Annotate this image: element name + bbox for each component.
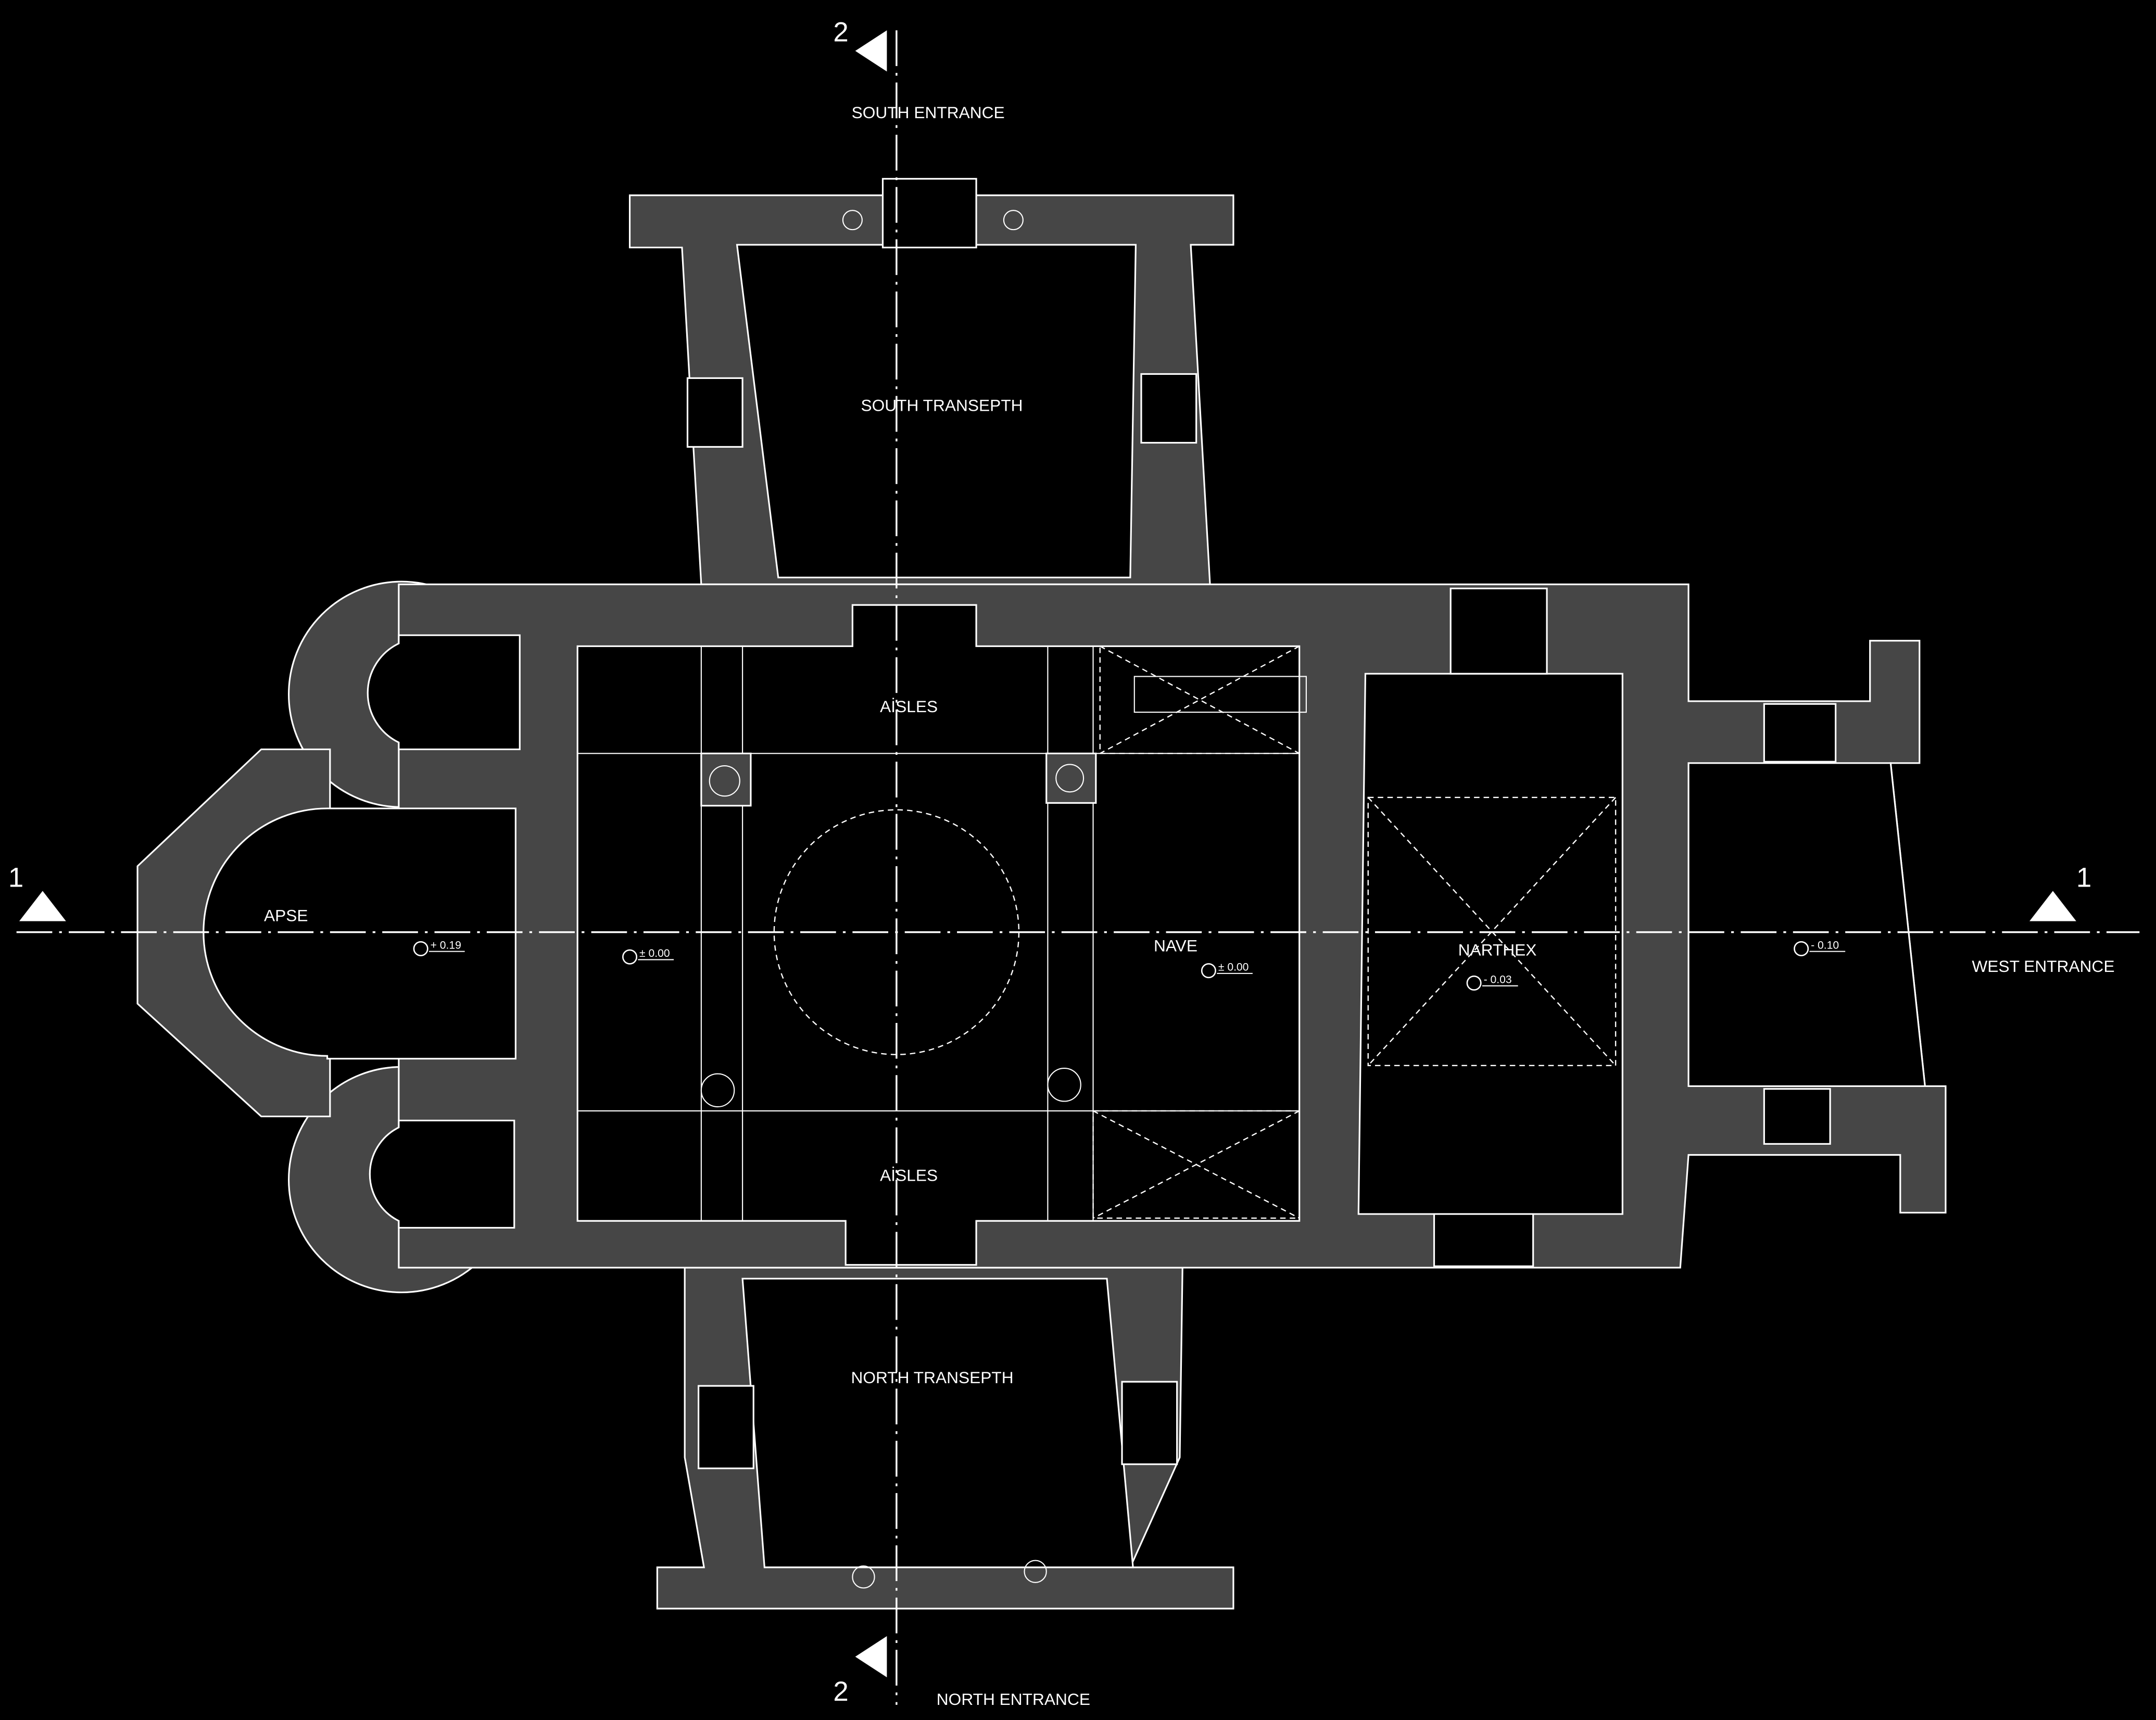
- label-south-entrance: SOUTH ENTRANCE: [852, 103, 1005, 122]
- label-north-transept: NORTH TRANSEPTH: [851, 1368, 1013, 1387]
- column: [700, 752, 752, 807]
- rooms: [203, 587, 1926, 1267]
- level-marker-narthex: - 0.03: [1466, 973, 1518, 991]
- svg-text:± 0.00: ± 0.00: [639, 947, 670, 959]
- column: [1045, 752, 1097, 804]
- label-narthex: NARTHEX: [1458, 941, 1537, 959]
- svg-text:1: 1: [8, 862, 23, 893]
- label-aisles-top: AİSLES: [880, 697, 938, 716]
- svg-text:- 0.03: - 0.03: [1484, 973, 1512, 985]
- label-nave: NAVE: [1154, 937, 1197, 955]
- nave-details: [577, 646, 1617, 1221]
- level-marker-porch: - 0.10: [1794, 939, 1846, 956]
- section-marker-top: 2: [833, 17, 887, 72]
- level-marker-apse: + 0.19: [413, 939, 465, 956]
- svg-text:± 0.00: ± 0.00: [1218, 962, 1249, 973]
- section-marker-left: 1: [8, 862, 66, 921]
- label-south-transept: SOUTH TRANSEPTH: [861, 396, 1023, 415]
- label-west-entrance: WEST ENTRANCE: [1972, 957, 2114, 976]
- south-transept-walls: [628, 178, 1234, 586]
- column: [1047, 1068, 1081, 1102]
- section-marker-bottom: 2: [833, 1636, 887, 1707]
- level-marker-nave: ± 0.00: [1201, 962, 1253, 979]
- svg-text:2: 2: [833, 17, 848, 47]
- label-aisles-bottom: AİSLES: [880, 1166, 938, 1185]
- level-marker-crossing: ± 0.00: [622, 947, 674, 965]
- section-marker-right: 1: [2029, 862, 2091, 921]
- label-north-entrance: NORTH ENTRANCE: [937, 1690, 1090, 1709]
- north-transept-walls: [656, 1267, 1234, 1610]
- svg-text:1: 1: [2076, 862, 2091, 893]
- svg-text:- 0.10: - 0.10: [1811, 939, 1839, 951]
- svg-text:+ 0.19: + 0.19: [431, 939, 461, 951]
- svg-text:2: 2: [833, 1676, 848, 1707]
- column: [700, 1073, 735, 1108]
- label-apse: APSE: [264, 906, 308, 925]
